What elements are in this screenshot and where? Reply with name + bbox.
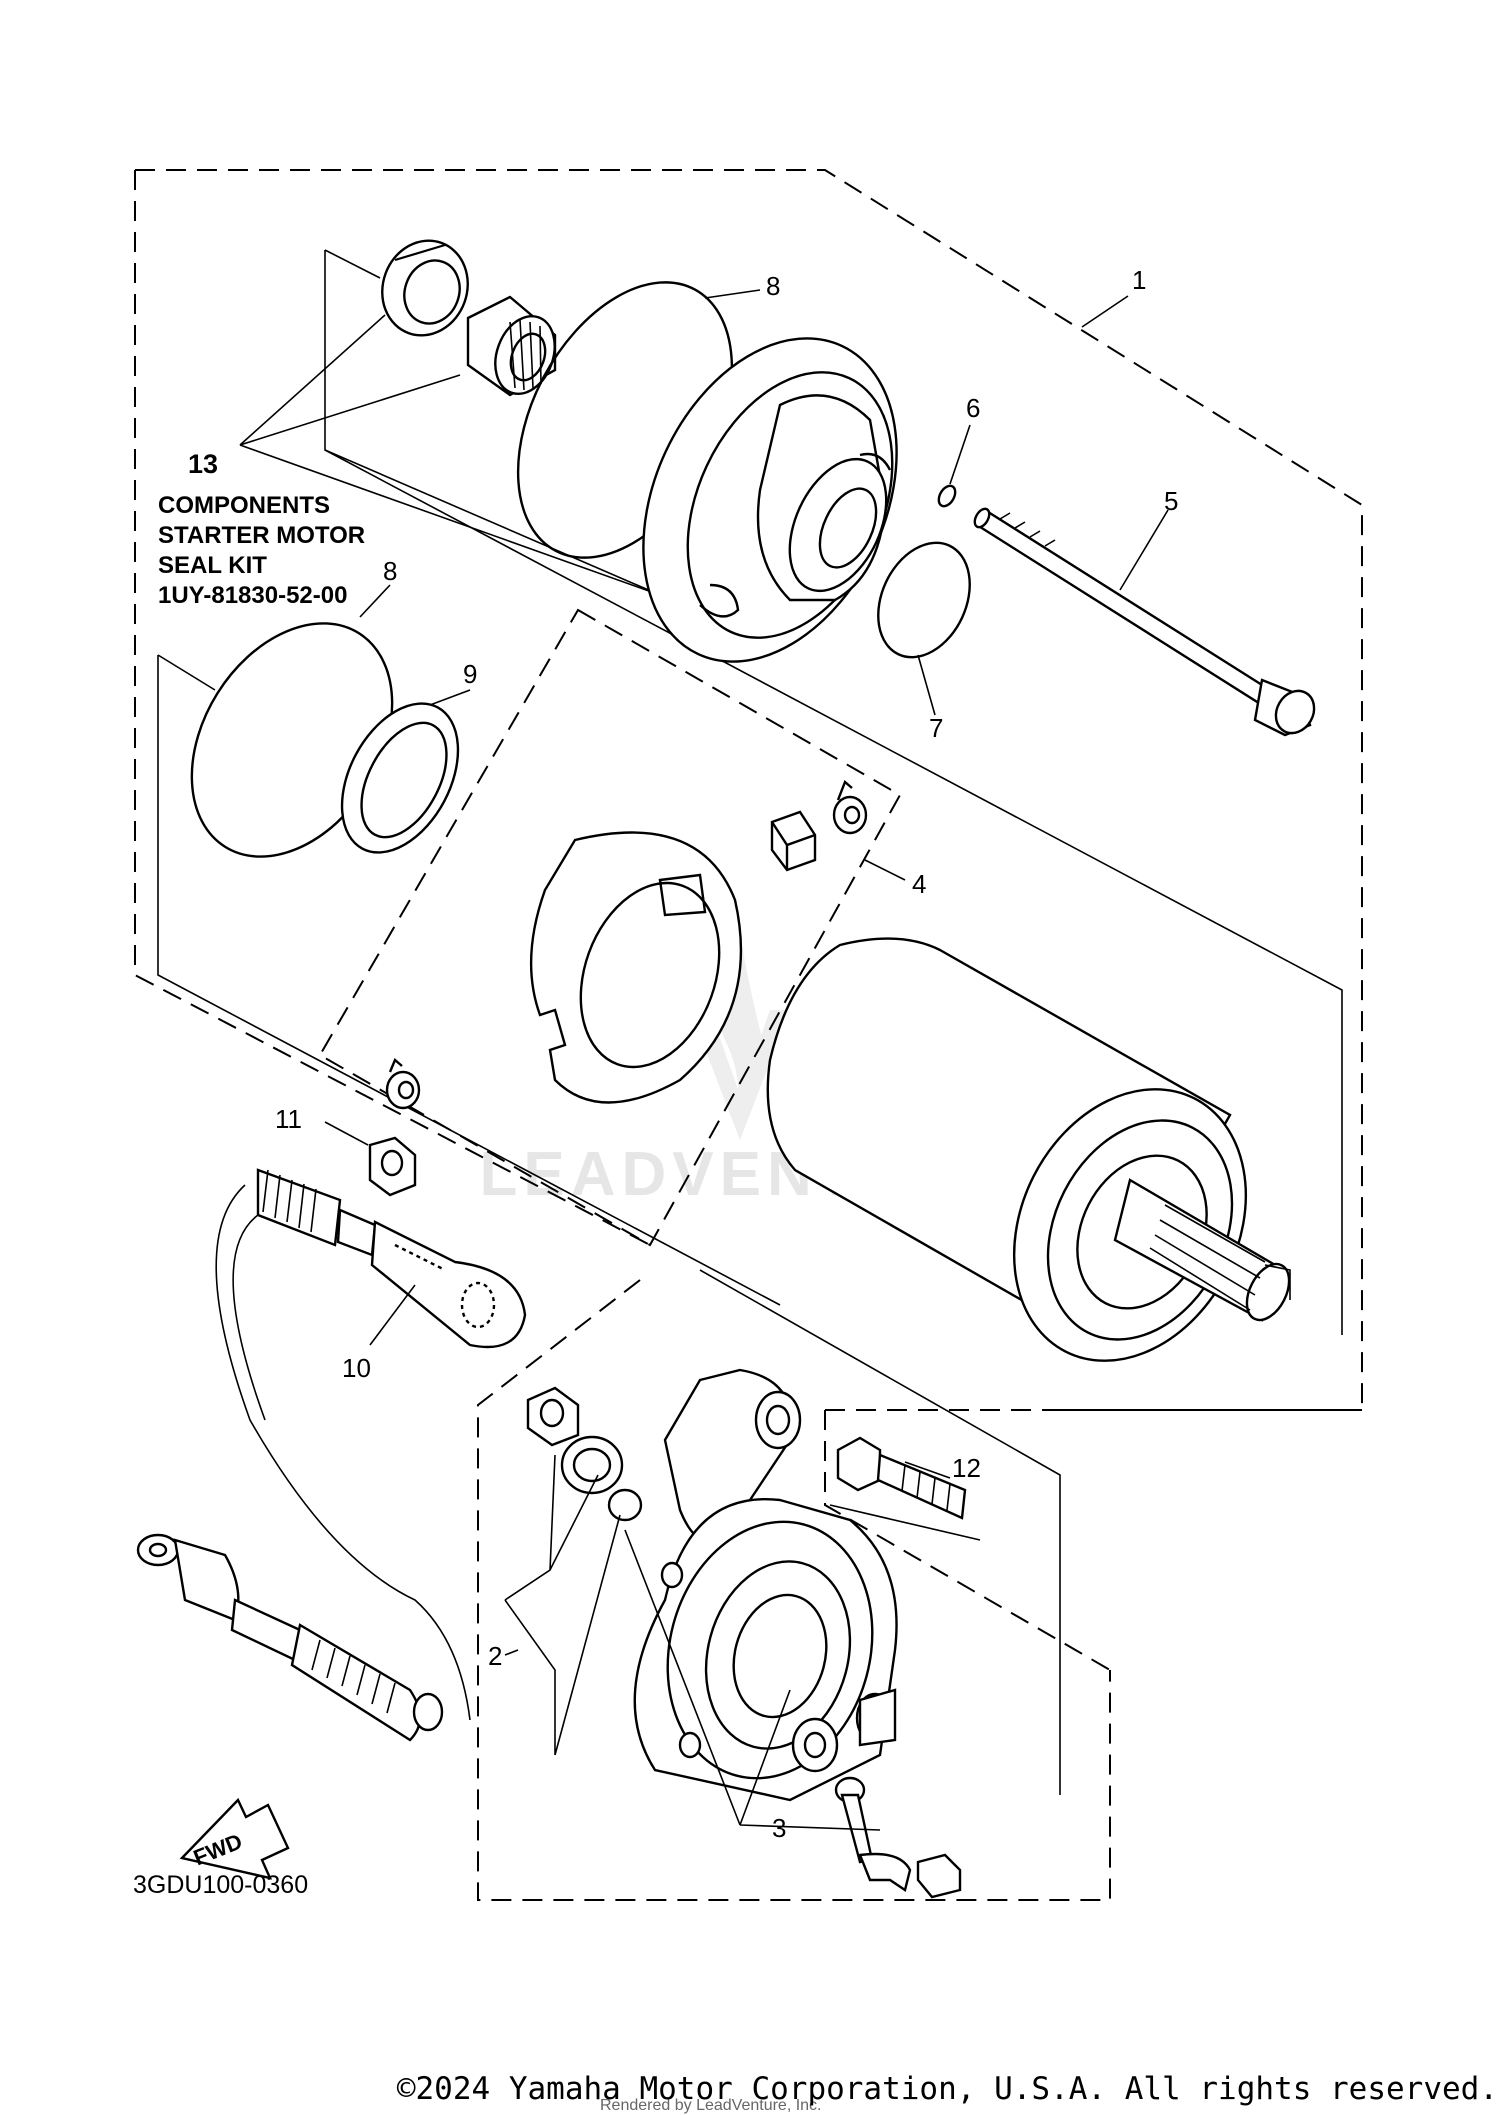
pointer-12 (904, 1461, 951, 1479)
pointer-3 (624, 1529, 881, 1831)
kit-label-line2: STARTER MOTOR (158, 522, 365, 549)
callout-2: 2 (488, 1641, 502, 1671)
rear-cover-part (633, 1368, 898, 1802)
pointer-8-lower (359, 584, 391, 618)
callout-11: 11 (275, 1104, 302, 1134)
callout-1: 1 (1132, 265, 1146, 295)
bolt-part-12 (836, 1436, 967, 1520)
spring-part-4-top (832, 779, 868, 835)
pointer-5 (1119, 509, 1169, 591)
cable-terminal-end (136, 1533, 444, 1742)
rendered-by-text: Rendered by LeadVenture, Inc. (600, 2097, 822, 2114)
brush-plate-part-4 (529, 831, 743, 1104)
pointer-13 (239, 314, 661, 596)
kit-label-line4: 1UY-81830-52-00 (158, 582, 347, 609)
spring-part-4-bottom (385, 1058, 421, 1110)
copyright-text: ©2024 Yamaha Motor Corporation, U.S.A. A… (396, 2071, 1498, 2107)
kit-label-line3: SEAL KIT (158, 552, 267, 579)
callout-7: 7 (929, 713, 943, 743)
assembly-outline-1 (135, 169, 1363, 1411)
front-cover-part (642, 337, 898, 663)
nut-part-2 (526, 1386, 580, 1447)
terminal-bolt-part-3 (834, 1776, 962, 1899)
nut-part-11 (368, 1136, 417, 1197)
callout-13: 13 (188, 449, 218, 479)
pointer-4 (864, 859, 906, 881)
kit-label-line1: COMPONENTS (158, 492, 330, 519)
pointer-6 (949, 424, 971, 485)
through-bolt-part-5 (973, 507, 1316, 737)
needle-bearing-part-13 (466, 295, 557, 397)
o-ring-part-7 (877, 541, 971, 659)
callout-8-top: 8 (766, 271, 780, 301)
o-ring-part-6 (937, 484, 957, 508)
forward-arrow-icon: FWD (179, 1797, 290, 1880)
pointer-11 (324, 1121, 369, 1146)
brush-part-4 (770, 810, 817, 872)
callout-9: 9 (463, 659, 477, 689)
pointer-1 (1081, 295, 1129, 328)
pointer-10 (369, 1284, 416, 1346)
callout-10: 10 (342, 1353, 371, 1383)
cover-outline-2 (477, 1279, 1111, 1901)
bolt-outline-12b (824, 1410, 1111, 1671)
brush-kit-outline-4 (318, 608, 902, 1247)
oil-seal-part-13 (381, 239, 469, 337)
callout-6: 6 (966, 393, 980, 423)
callout-8-lower: 8 (383, 556, 397, 586)
callout-4: 4 (912, 869, 926, 899)
seal-kit-bracket (157, 249, 1343, 1795)
callout-3: 3 (772, 1813, 786, 1843)
pointer-2-tick (504, 1649, 519, 1656)
diagram-code: 3GDU100-0360 (133, 1871, 308, 1899)
callout-5: 5 (1164, 486, 1178, 516)
assembly-outline-1-left (134, 170, 651, 1246)
washer-part-9 (340, 702, 460, 854)
o-ring-part-2 (607, 1488, 643, 1522)
callout-12: 12 (952, 1453, 981, 1483)
pointer-2 (504, 1454, 621, 1756)
starter-cable-part-10 (215, 1168, 527, 1721)
seal-kit-label: COMPONENTS STARTER MOTOR SEAL KIT 1UY-81… (158, 492, 365, 609)
pointer-8-top (704, 289, 761, 299)
yoke-armature-assembly (766, 937, 1291, 1362)
pointer-9 (429, 689, 471, 706)
pointer-7 (917, 654, 936, 716)
washer-part-2 (560, 1435, 624, 1495)
